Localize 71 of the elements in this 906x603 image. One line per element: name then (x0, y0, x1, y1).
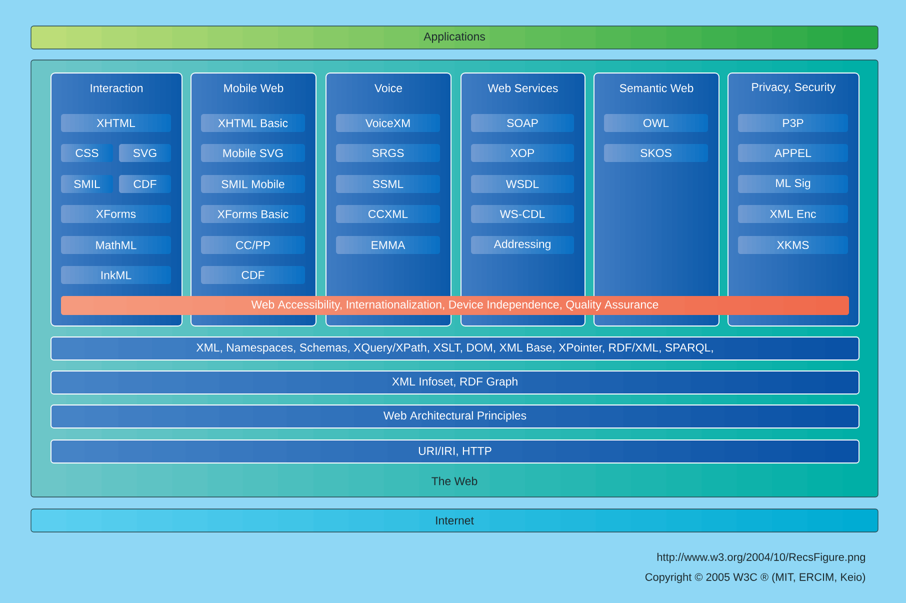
technology-box: XOP (471, 144, 574, 162)
node-label: CSS (76, 148, 98, 158)
node-label: SOAP (507, 118, 538, 128)
technology-box: EMMA (336, 236, 440, 254)
technology-box: OWL (604, 114, 708, 132)
node-label: CDF (242, 270, 264, 280)
node-label: SVG (133, 148, 156, 158)
technology-box: P3P (738, 114, 848, 132)
node-label: Mobile SVG (223, 148, 283, 158)
technology-box: Addressing (471, 236, 574, 254)
node-label: InkML (101, 270, 132, 280)
node-label: Addressing (494, 240, 550, 250)
node-label: XOP (510, 148, 534, 158)
node-label: XHTML (96, 119, 136, 127)
node-label: SMIL (74, 180, 100, 188)
technology-box: WS-CDL (471, 205, 574, 223)
technology-box: CC/PP (201, 236, 305, 254)
node-label: XKMS (777, 240, 809, 250)
technology-box: SKOS (604, 144, 708, 162)
technology-box: XHTML Basic (201, 114, 305, 132)
node-label: APPEL (774, 149, 812, 157)
layer-bar: XML, Namespaces, Schemas, XQuery/XPath, XSLT, DOM, XML Base, XPointer, RDF/XML, SPARQL, (50, 336, 860, 360)
technology-box: CCXML (336, 205, 440, 223)
node-label: ML Sig (776, 178, 810, 190)
technology-box: SVG (119, 144, 171, 162)
technology-box: XKMS (738, 236, 848, 254)
technology-box: SSML (336, 175, 440, 193)
layer-bar: Applications (30, 26, 878, 50)
node-label: SRGS (372, 148, 404, 158)
technology-box: XForms Basic (201, 205, 305, 223)
node-label: P3P (783, 118, 804, 128)
technology-box: MathML (61, 236, 171, 254)
technology-box: Mobile SVG (201, 144, 305, 162)
technology-box: CDF (119, 175, 171, 193)
technology-box: XForms (61, 205, 171, 223)
technology-box: SMIL (61, 175, 113, 193)
technology-box: XML Enc (738, 205, 848, 223)
node-label: CC/PP (236, 240, 270, 250)
technology-box: VoiceXM (336, 114, 440, 132)
node-label: MathML (96, 240, 136, 250)
node-label: CDF (134, 180, 156, 188)
cross-cutting-bar: Web Accessibility, Internationalization, Device Independence, Quality Assurance (61, 296, 849, 315)
technology-box: CSS (61, 144, 113, 162)
node-label: WSDL (506, 180, 539, 188)
technology-box: ML Sig (738, 175, 848, 193)
technology-box: CDF (201, 266, 305, 284)
node-label: EMMA (372, 241, 406, 249)
technology-box: XHTML (61, 114, 171, 132)
node-label: SSML (372, 180, 404, 188)
technology-box: SRGS (336, 144, 440, 162)
technology-box: InkML (61, 266, 171, 284)
technology-box: SMIL Mobile (201, 175, 305, 193)
layer-bar: XML Infoset, RDF Graph (50, 370, 860, 394)
node-label: XForms Basic (218, 210, 288, 218)
node-label: XHTML Basic (218, 118, 288, 128)
layer-bar: Web Architectural Principles (50, 404, 860, 428)
node-label: XML Enc (770, 210, 816, 218)
node-label: WS-CDL (500, 210, 545, 218)
node-label: OWL (643, 118, 669, 128)
node-label: SKOS (640, 148, 672, 158)
technology-box: APPEL (738, 144, 848, 162)
node-label: CCXML (368, 210, 408, 218)
node-label: VoiceXM (365, 118, 410, 128)
technology-box: SOAP (471, 114, 574, 132)
layer-bar: Internet (30, 508, 878, 532)
layer-bar: URI/IRI, HTTP (50, 440, 860, 464)
credit-note: http://www.w3.org/2004/10/RecsFigure.png (657, 552, 866, 564)
node-label: SMIL Mobile (222, 180, 284, 188)
node-label: XForms (96, 210, 136, 218)
credit-note: Copyright © 2005 W3C ® (MIT, ERCIM, Keio) (645, 572, 866, 584)
technology-box: WSDL (471, 175, 574, 193)
